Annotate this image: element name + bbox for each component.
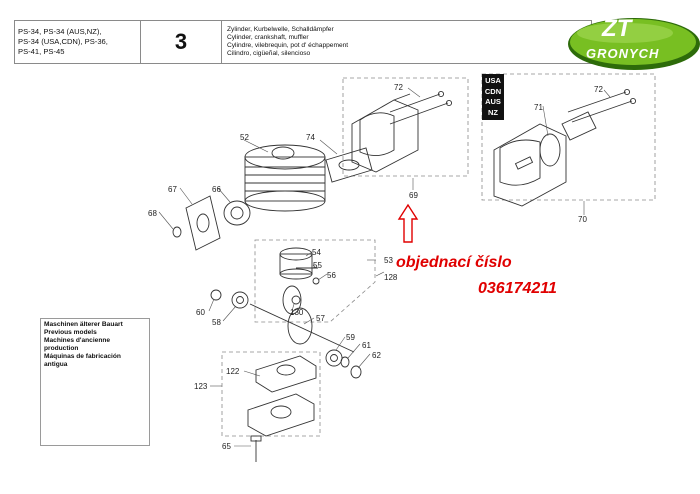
bolt-65 (250, 435, 262, 462)
description-line: Cylinder, crankshaft, muffler (227, 33, 309, 41)
muffler-part (351, 93, 419, 173)
part-label: 74 (306, 133, 315, 142)
piston-group-box (254, 239, 376, 323)
region-line: USA (485, 76, 501, 85)
part-label: 69 (409, 191, 418, 200)
part-label: 55 (313, 261, 322, 270)
order-number: 036174211 (478, 280, 557, 297)
description-line: Cylindre, vilebrequin, pot d' échappemen… (227, 42, 349, 49)
muffler-bolts (389, 90, 453, 125)
part-label: 56 (327, 271, 336, 280)
region-line: CDN (484, 86, 502, 96)
previous-models-box: Maschinen älterer Bauart Previous models… (40, 318, 150, 446)
leader-lines (61, 87, 611, 447)
section-number: 3 (141, 21, 222, 63)
red-arrow (397, 203, 419, 243)
part-label: 122 (226, 367, 240, 376)
description-line: Cilindro, cigüeñal, silencioso (227, 50, 311, 58)
part-label: 59 (346, 333, 355, 342)
part-label: 71 (534, 103, 543, 112)
previous-models-line: Previous models (44, 329, 97, 336)
part-label: 66 (212, 185, 221, 194)
part-label: 60 (196, 308, 205, 317)
part-label: 65 (222, 442, 231, 451)
parts-table-header: PS-34, PS-34 (AUS,NZ), PS-34 (USA,CDN), … (14, 20, 592, 64)
part-label: 54 (312, 248, 321, 257)
part-label: 72 (594, 85, 603, 94)
muffler-usa-part (493, 88, 637, 207)
part-label: 58 (212, 318, 221, 327)
part-label: 128 (384, 273, 398, 282)
logo-mark: ZT (601, 15, 634, 42)
region-line: AUS (485, 97, 501, 106)
model-line: PS-34, PS-34 (AUS,NZ), (18, 27, 102, 36)
piston-parts (279, 247, 320, 285)
order-number-label: objednací číslo (396, 254, 512, 271)
muffler-group-box (342, 77, 469, 177)
part-label: 67 (168, 185, 177, 194)
zt-gronych-logo: ZT GRONYCH (568, 15, 700, 70)
part-label: 61 (362, 341, 371, 350)
logo-name: GRONYCH (586, 46, 659, 61)
previous-models-line: Máquinas de fabricación antigua (44, 353, 121, 368)
intake-parts (172, 195, 251, 251)
part-label: 53 (384, 256, 393, 265)
part-label: 68 (148, 209, 157, 218)
region-line: NZ (488, 107, 498, 117)
part-label: 72 (394, 83, 403, 92)
crankcase-group-box (221, 351, 321, 437)
previous-models-line: Machines d'ancienne production (44, 337, 111, 352)
part-label: 57 (316, 314, 325, 323)
region-badge: USA CDN AUS NZ (482, 74, 504, 120)
model-list: PS-34, PS-34 (AUS,NZ), PS-34 (USA,CDN), … (15, 21, 141, 63)
crankshaft-part (210, 285, 362, 379)
part-label: 123 (194, 382, 208, 391)
model-line: PS-41, PS-45 (18, 47, 65, 56)
part-label: 130 (290, 308, 304, 317)
crankcase-halves (247, 355, 317, 437)
section-description: Zylinder, Kurbelwelle, Schalldämpfer Cyl… (222, 21, 591, 63)
gasket-part (325, 147, 373, 183)
part-label: 62 (372, 351, 381, 360)
model-line: PS-34 (USA,CDN), PS-36, (18, 37, 108, 46)
part-label: 52 (240, 133, 249, 142)
cylinder-part (244, 144, 326, 212)
previous-models-line: Maschinen älterer Bauart (44, 321, 123, 328)
description-line: Zylinder, Kurbelwelle, Schalldämpfer (227, 25, 334, 33)
part-label: 70 (578, 215, 587, 224)
muffler-usa-group-box (481, 73, 656, 201)
